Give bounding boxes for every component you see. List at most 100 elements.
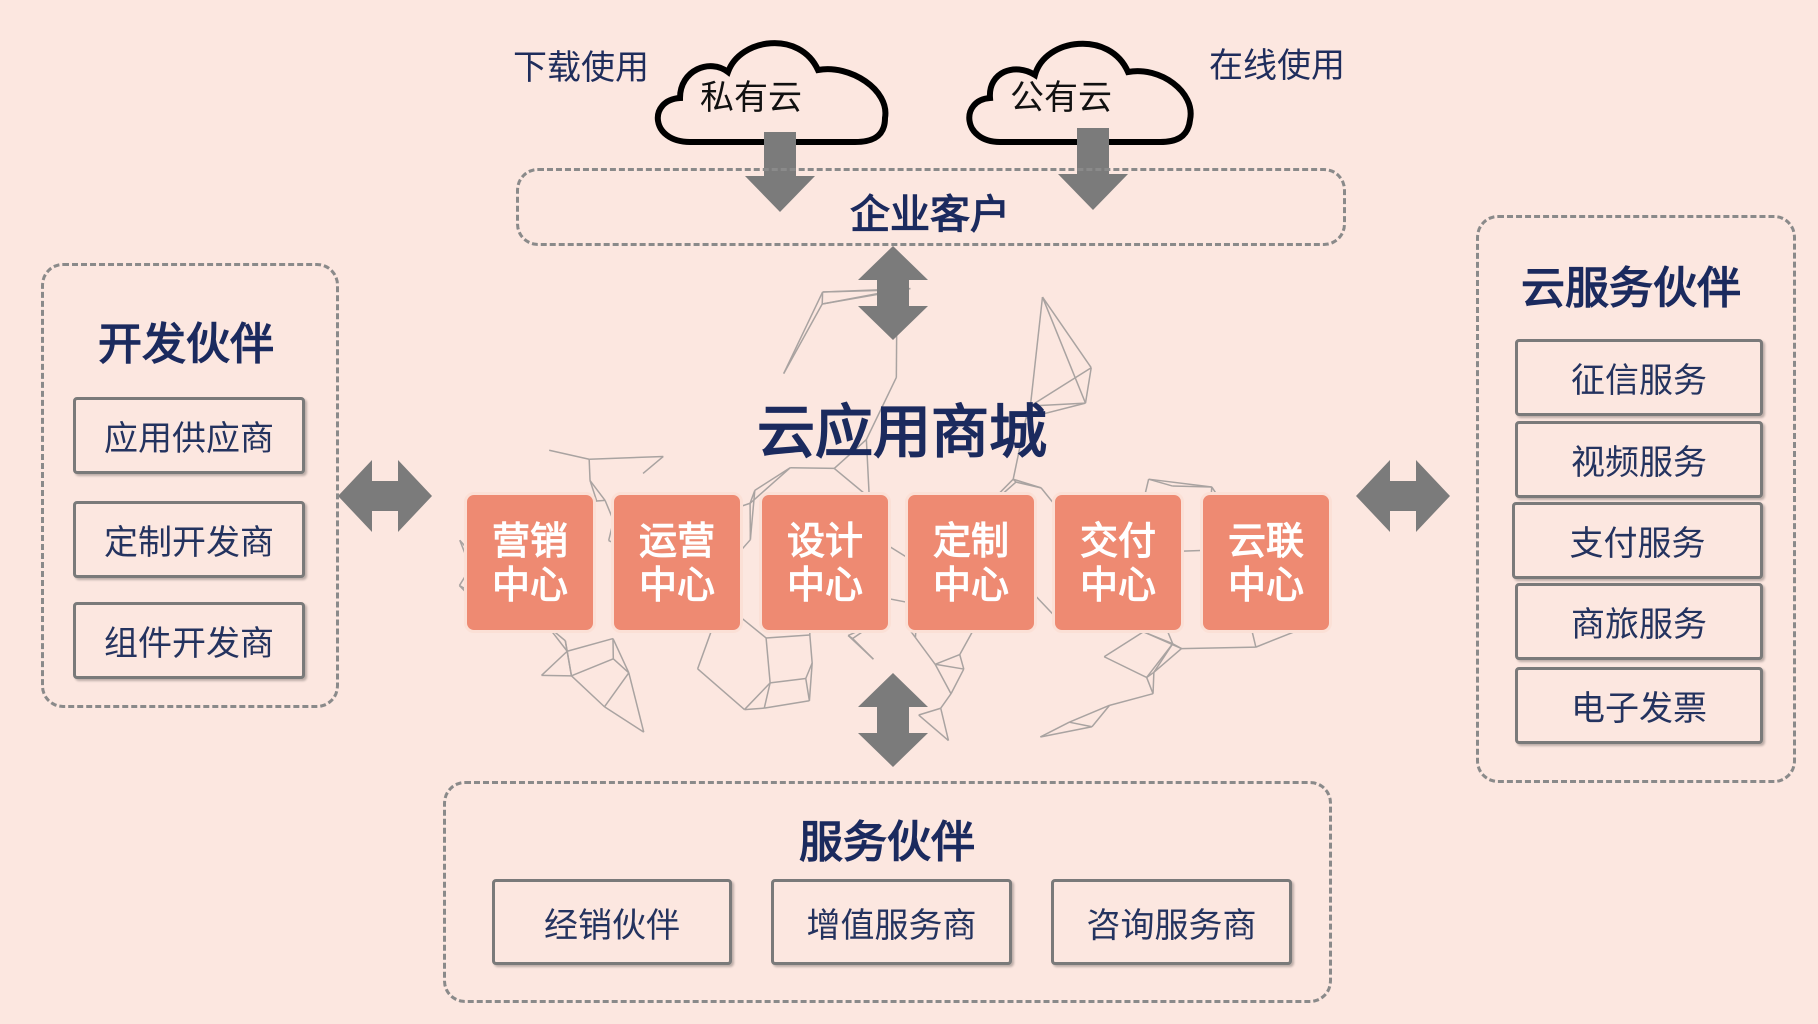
arrow-double-vertical-bottom: [858, 673, 928, 767]
private-cloud-icon: [654, 40, 889, 145]
mesh-line: [833, 439, 867, 469]
mesh-line: [603, 672, 630, 708]
mesh-line: [1172, 643, 1182, 650]
mesh-line: [783, 291, 824, 374]
mesh-line: [940, 708, 950, 741]
mesh-line: [809, 634, 813, 664]
mesh-line: [1068, 704, 1110, 723]
cloud-service-partners-box: [1476, 215, 1796, 783]
center-label-line1: 运营: [638, 518, 715, 563]
partner-item: 电子发票: [1515, 667, 1763, 744]
mesh-line: [570, 675, 605, 708]
mesh-line: [865, 439, 871, 498]
service-partners-title: 服务伙伴: [799, 817, 975, 868]
mesh-line: [612, 658, 630, 674]
center-label-line2: 中心: [491, 562, 568, 607]
mesh-line: [918, 707, 941, 716]
mesh-line: [765, 637, 771, 683]
center-label-line2: 中心: [786, 562, 863, 607]
partner-item: 增值服务商: [771, 879, 1012, 965]
mesh-line: [1109, 692, 1154, 707]
mesh-line: [1153, 647, 1182, 673]
online-use-label: 在线使用: [1209, 46, 1345, 86]
mesh-line: [935, 663, 964, 670]
mesh-line: [1025, 405, 1032, 419]
dev-partners-title: 开发伙伴: [98, 319, 274, 370]
mesh-line: [1103, 631, 1144, 658]
partner-item: 征信服务: [1515, 339, 1763, 416]
mesh-line: [1084, 367, 1092, 404]
mesh-line: [549, 449, 590, 461]
arrow-double-left: [338, 460, 432, 532]
mesh-line: [1040, 721, 1070, 738]
mesh-line: [950, 668, 965, 695]
mesh-line: [1012, 418, 1027, 480]
center-box: 云联中心: [1200, 492, 1332, 633]
mesh-line: [749, 490, 756, 504]
mesh-line: [934, 663, 952, 695]
mesh-line: [749, 490, 756, 540]
mesh-line: [642, 455, 664, 475]
mesh-line: [589, 455, 664, 461]
mesh-line: [588, 459, 591, 481]
mesh-line: [1012, 478, 1042, 489]
mesh-line: [1181, 646, 1256, 650]
download-use-label: 下载使用: [513, 48, 649, 88]
partner-item: 咨询服务商: [1051, 879, 1292, 965]
partner-item: 视频服务: [1515, 421, 1763, 498]
cloud-app-store-title: 云应用商城: [756, 398, 1047, 466]
mesh-line: [697, 668, 745, 711]
partner-item: 商旅服务: [1515, 583, 1763, 660]
mesh-line: [743, 682, 771, 711]
mesh-line: [744, 707, 765, 711]
center-label-line1: 定制: [932, 518, 1009, 563]
mesh-line: [959, 654, 965, 670]
mesh-line: [1041, 296, 1087, 404]
mesh-line: [589, 480, 598, 502]
mesh-line: [790, 467, 835, 470]
public-cloud-label: 公有云: [1010, 78, 1112, 118]
center-label-line1: 云联: [1227, 518, 1304, 563]
center-label-line1: 设计: [786, 518, 863, 563]
mesh-line: [940, 693, 952, 709]
center-label-line2: 中心: [932, 562, 1009, 607]
mesh-line: [1103, 656, 1147, 679]
arrow-double-vertical-top: [858, 246, 928, 340]
mesh-line: [1041, 296, 1092, 369]
mesh-line: [1153, 643, 1174, 673]
mesh-line: [914, 637, 936, 665]
mesh-line: [540, 650, 568, 676]
partner-item: 支付服务: [1512, 502, 1763, 579]
mesh-line: [918, 714, 949, 742]
enterprise-customers-title: 企业客户: [850, 192, 1010, 238]
center-label-line1: 营销: [491, 518, 568, 563]
mesh-line: [604, 706, 645, 733]
dev-partners-box: [41, 263, 339, 708]
mesh-line: [805, 662, 813, 679]
mesh-line: [1040, 726, 1093, 738]
service-partners-box: [443, 781, 1332, 1003]
center-box: 设计中心: [759, 492, 891, 633]
mesh-line: [1025, 402, 1086, 420]
mesh-line: [1152, 672, 1155, 694]
mesh-line: [567, 637, 614, 652]
mesh-line: [805, 678, 811, 701]
arrow-down-private: [745, 132, 815, 212]
mesh-line: [1012, 478, 1017, 483]
mesh-line: [566, 651, 573, 676]
mesh-line: [1148, 478, 1173, 487]
partner-item: 定制开发商: [73, 501, 305, 578]
mesh-line: [808, 662, 813, 701]
mesh-line: [764, 700, 810, 709]
private-cloud-label: 私有云: [700, 78, 802, 118]
mesh-line: [589, 480, 606, 501]
mesh-line: [1029, 297, 1044, 407]
mesh-line: [1091, 704, 1111, 728]
mesh-line: [749, 467, 791, 504]
mesh-line: [571, 658, 614, 677]
mesh-line: [865, 377, 898, 440]
center-box: 营销中心: [464, 492, 596, 633]
center-label-line1: 交付: [1079, 518, 1156, 563]
center-label-line2: 中心: [638, 562, 715, 607]
